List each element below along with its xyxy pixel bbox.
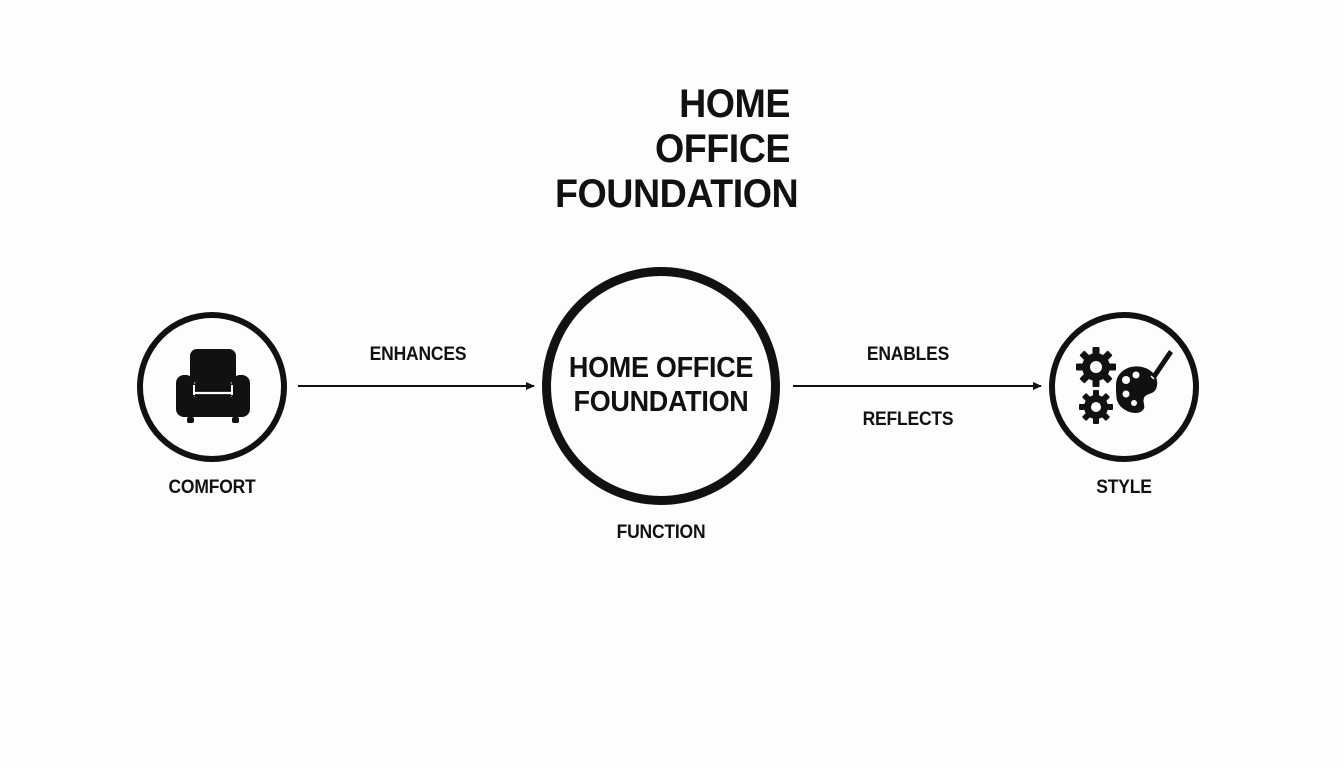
style-label: STYLE bbox=[1096, 477, 1152, 498]
enables-label: ENABLES bbox=[866, 344, 950, 365]
gears-and-palette-icon bbox=[1076, 347, 1173, 424]
function-label: FUNCTION bbox=[616, 522, 706, 543]
paintbrush-icon bbox=[1140, 350, 1173, 392]
title-line-1: HOME OFFICE bbox=[654, 82, 791, 171]
center-node-line-1: HOME OFFICE bbox=[568, 352, 754, 384]
home-office-foundation-node-circle bbox=[542, 267, 780, 505]
gear-bottom-icon bbox=[1079, 390, 1113, 424]
reflects-label: REFLECTS bbox=[862, 409, 954, 430]
gear-top-icon bbox=[1076, 347, 1116, 387]
center-node-text: HOME OFFICE FOUNDATION bbox=[553, 351, 769, 419]
diagram-title: HOME OFFICE FOUNDATION bbox=[555, 82, 799, 217]
enhances-label: ENHANCES bbox=[369, 344, 467, 365]
palette-icon bbox=[1116, 366, 1158, 413]
title-line-2: FOUNDATION bbox=[555, 172, 799, 216]
comfort-node-circle bbox=[137, 312, 287, 462]
armchair-icon bbox=[176, 349, 250, 423]
style-node-circle bbox=[1049, 312, 1199, 462]
center-node-line-2: FOUNDATION bbox=[573, 386, 749, 418]
comfort-label: COMFORT bbox=[168, 477, 256, 498]
